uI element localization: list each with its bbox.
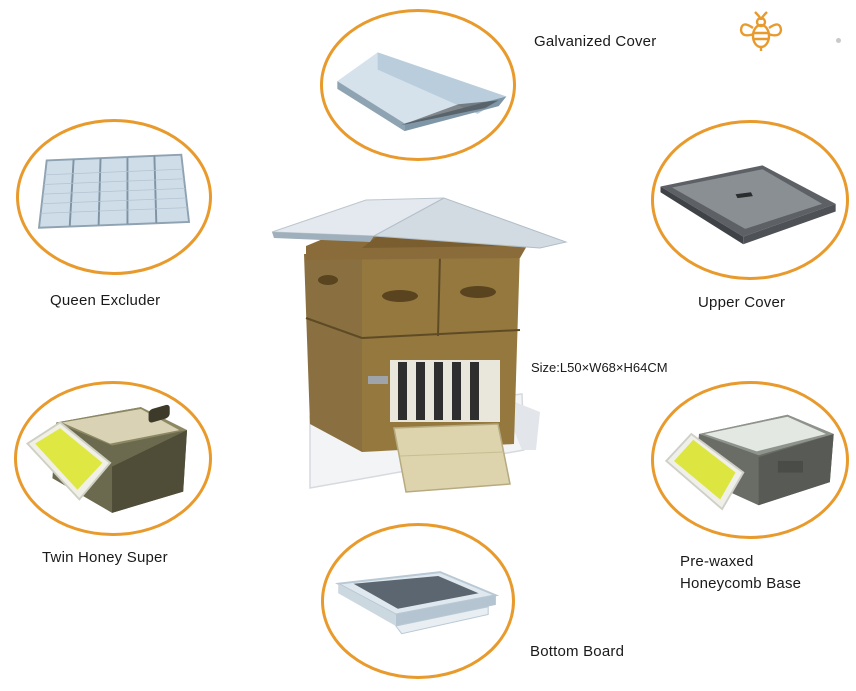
prewaxed-honeycomb-base-image [651, 381, 849, 539]
bottom-board-label: Bottom Board [530, 643, 625, 660]
queen-excluder-image [16, 119, 212, 275]
twin-honey-super-image [14, 381, 212, 536]
prewaxed-label-line2: Honeycomb Base [680, 575, 802, 592]
galvanized-cover-label: Galvanized Cover [534, 33, 657, 50]
upper-cover-image [651, 120, 849, 280]
prewaxed-honeycomb-base-label: Pre-waxed Honeycomb Base [680, 551, 801, 595]
bee-logo-icon [738, 6, 784, 57]
bottom-board-image [321, 523, 515, 679]
queen-excluder-label: Queen Excluder [50, 292, 161, 309]
beehive-image [270, 188, 570, 503]
prewaxed-label-line1: Pre-waxed [680, 553, 754, 570]
upper-cover-label: Upper Cover [698, 294, 786, 311]
twin-honey-super-label: Twin Honey Super [42, 549, 168, 566]
decorative-dot [836, 38, 841, 43]
size-label: Size:L50×W68×H64CM [531, 360, 668, 375]
galvanized-cover-image [320, 9, 516, 161]
